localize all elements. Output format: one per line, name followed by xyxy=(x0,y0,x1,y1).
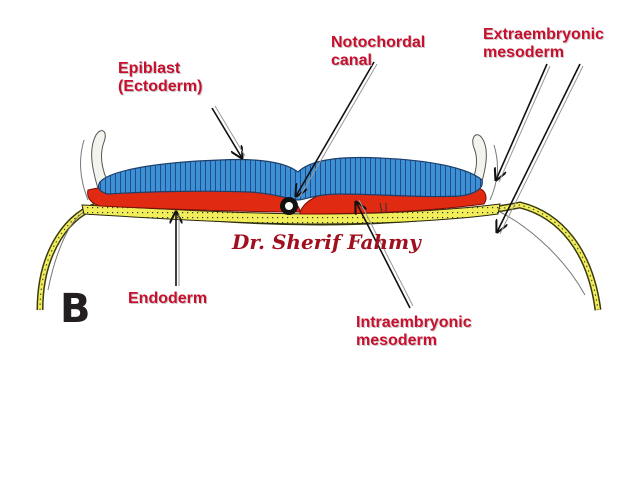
arrow-intraembryonic xyxy=(356,202,411,309)
arrow-extraembryonic-2 xyxy=(497,63,581,232)
ectoderm-layer xyxy=(97,156,483,201)
label-endoderm: Endoderm xyxy=(128,290,208,307)
plate-letter: B xyxy=(60,286,91,332)
label-extraembryonic-mesoderm: Extraembryonic mesoderm xyxy=(483,26,604,61)
arrow-extraembryonic-2-shadow xyxy=(499,65,584,235)
arrow-notochordal-shadow xyxy=(298,63,378,199)
arrow-epiblast-shadow xyxy=(214,105,246,157)
notochordal-canal-lumen xyxy=(285,202,293,210)
label-epiblast: Epiblast (Ectoderm) xyxy=(118,60,203,95)
arrow-intraembryonic-shadow xyxy=(358,199,414,307)
arrow-epiblast xyxy=(211,107,242,158)
mesoderm-ticks xyxy=(379,202,387,214)
arrow-extraembryonic-1 xyxy=(496,63,548,180)
left-amnion-membrane xyxy=(91,130,113,196)
label-notochordal-canal: Notochordal canal xyxy=(331,34,426,69)
arrow-extraembryonic-1-shadow xyxy=(498,65,551,183)
arrow-notochordal xyxy=(296,61,375,196)
pointer-arrows xyxy=(176,61,584,309)
left-amnion-strands xyxy=(47,139,89,291)
right-amnion-strands xyxy=(489,144,586,296)
author-signature: Dr. Sherif Fahmy xyxy=(232,230,421,254)
label-intraembryonic-mesoderm: Intraembryonic mesoderm xyxy=(356,314,472,349)
